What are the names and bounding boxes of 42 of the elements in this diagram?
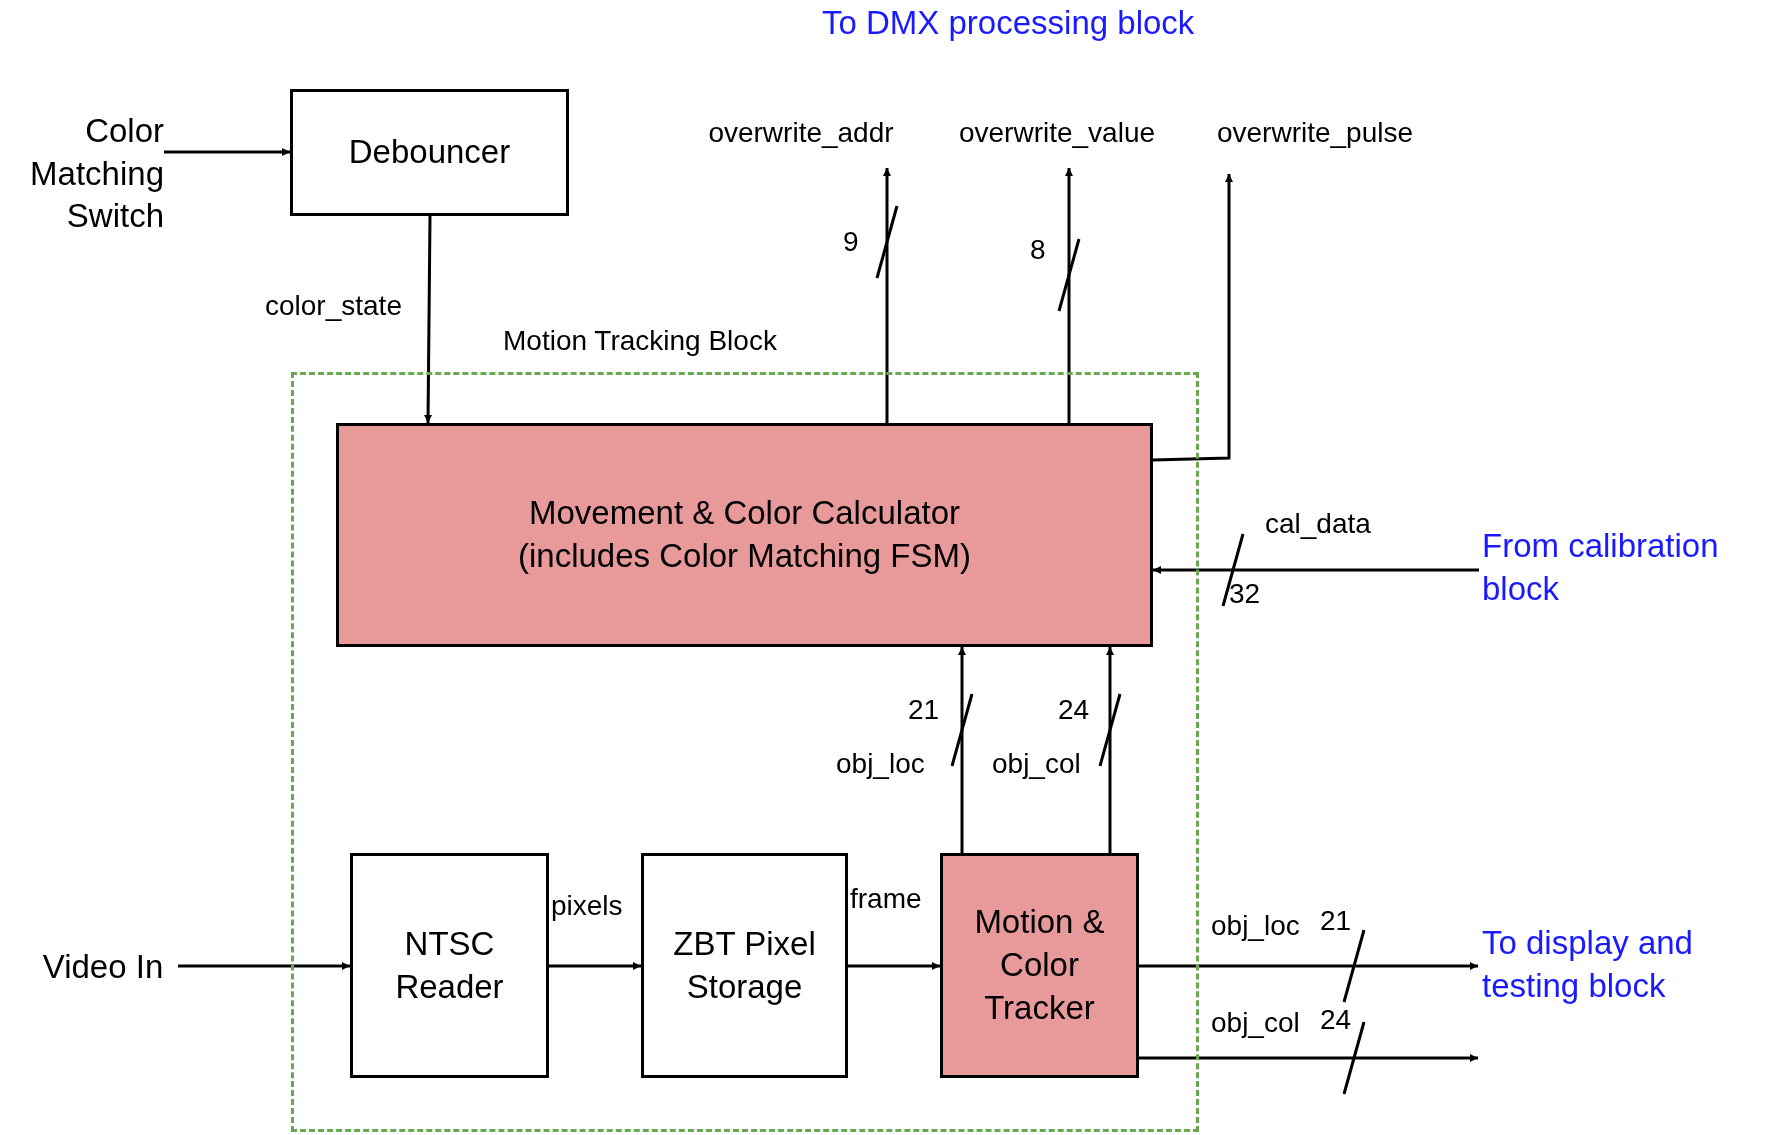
arrow [1139,1054,1478,1062]
edge-label: obj_col [992,748,1081,780]
block-reference-text: From calibration block [1482,523,1762,613]
edge-label: obj_col [1211,1007,1300,1039]
arrow [848,962,940,970]
arrow [178,962,350,970]
edge-label: cal_data [1265,508,1371,540]
edge-label: frame [850,883,922,915]
block-box: Movement & Color Calculator (includes Color Matching FSM) [336,423,1153,647]
group-title: Motion Tracking Block [503,324,777,358]
edge-label: pixels [551,890,623,922]
block-reference-text: To display and testing block [1482,920,1752,1010]
bus-width: 9 [843,226,859,258]
arrow [1153,566,1479,574]
bus-width: 24 [1320,1004,1352,1036]
arrow [958,647,966,853]
arrow [549,962,641,970]
signal-text: overwrite_pulse [1198,112,1432,154]
signal-text: overwrite_addr [688,112,914,154]
bus-width: 8 [1030,234,1046,266]
signal-text: Color Matching Switch [8,108,164,240]
bus-width: 21 [1320,905,1352,937]
arrow [1152,174,1233,462]
bus-width: 32 [1229,578,1261,610]
signal-text: overwrite_value [940,112,1174,154]
bus-width: 21 [908,694,940,726]
arrow [424,216,433,423]
heading-text: To DMX processing block [822,4,1195,42]
block-box: ZBT Pixel Storage [641,853,848,1078]
edge-label: obj_loc [1211,910,1300,942]
edge-label: color_state [265,290,402,322]
signal-text: Video In [28,945,178,990]
block-box: Motion & Color Tracker [940,853,1139,1078]
arrow [883,168,891,423]
arrow [1106,647,1114,853]
arrow [1139,962,1478,970]
arrow [164,148,290,156]
block-box: Debouncer [290,89,569,216]
bus-width: 24 [1058,694,1090,726]
block-box: NTSC Reader [350,853,549,1078]
arrow [1065,168,1073,423]
edge-label: obj_loc [836,748,925,780]
